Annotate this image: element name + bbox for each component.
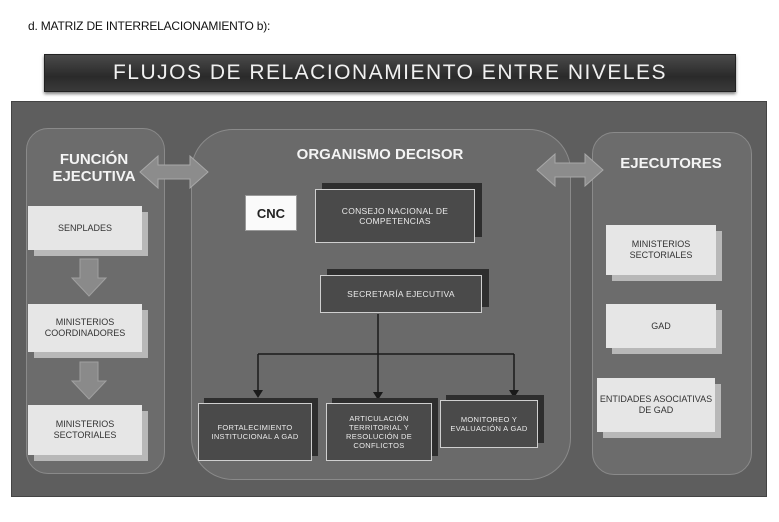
box-entidades-asociativas: ENTIDADES ASOCIATIVAS DE GAD <box>597 378 715 432</box>
column-title-organismo-decisor: ORGANISMO DECISOR <box>296 146 464 163</box>
cnc-logo: CNC <box>245 195 297 231</box>
column-title-ejecutores: EJECUTORES <box>620 155 722 172</box>
down-arrow-icon <box>70 361 108 400</box>
double-arrow-right-icon <box>536 152 604 188</box>
box-ministerios-sectoriales-left: MINISTERIOS SECTORIALES <box>28 405 142 455</box>
box-senplades: SENPLADES <box>28 206 142 250</box>
box-ministerios-coordinadores: MINISTERIOS COORDINADORES <box>28 304 142 352</box>
arrowhead-icon <box>373 392 383 400</box>
down-arrow-icon <box>70 258 108 297</box>
box-ministerios-sectoriales-right: MINISTERIOS SECTORIALES <box>606 225 716 275</box>
box-fortalecimiento-institucional: FORTALECIMIENTO INSTITUCIONAL A GAD <box>198 403 312 461</box>
section-heading: d. MATRIZ DE INTERRELACIONAMIENTO b): <box>28 19 271 33</box>
double-arrow-left-icon <box>139 154 209 190</box>
diagram-banner-title: FLUJOS DE RELACIONAMIENTO ENTRE NIVELES <box>44 54 736 92</box>
arrowhead-icon <box>253 390 263 398</box>
column-title-funcion-ejecutiva: FUNCIÓN EJECUTIVA <box>52 151 136 185</box>
arrowhead-icon <box>509 390 519 398</box>
box-secretaria-ejecutiva: SECRETARÍA EJECUTIVA <box>320 275 482 313</box>
cnc-logo-text: CNC <box>256 206 286 221</box>
box-articulacion-territorial: ARTICULACIÓN TERRITORIAL Y RESOLUCIÓN DE… <box>326 403 432 461</box>
box-monitoreo-evaluacion: MONITOREO Y EVALUACIÓN A GAD <box>440 400 538 448</box>
box-consejo-nacional: CONSEJO NACIONAL DE COMPETENCIAS <box>315 189 475 243</box>
box-gad: GAD <box>606 304 716 348</box>
